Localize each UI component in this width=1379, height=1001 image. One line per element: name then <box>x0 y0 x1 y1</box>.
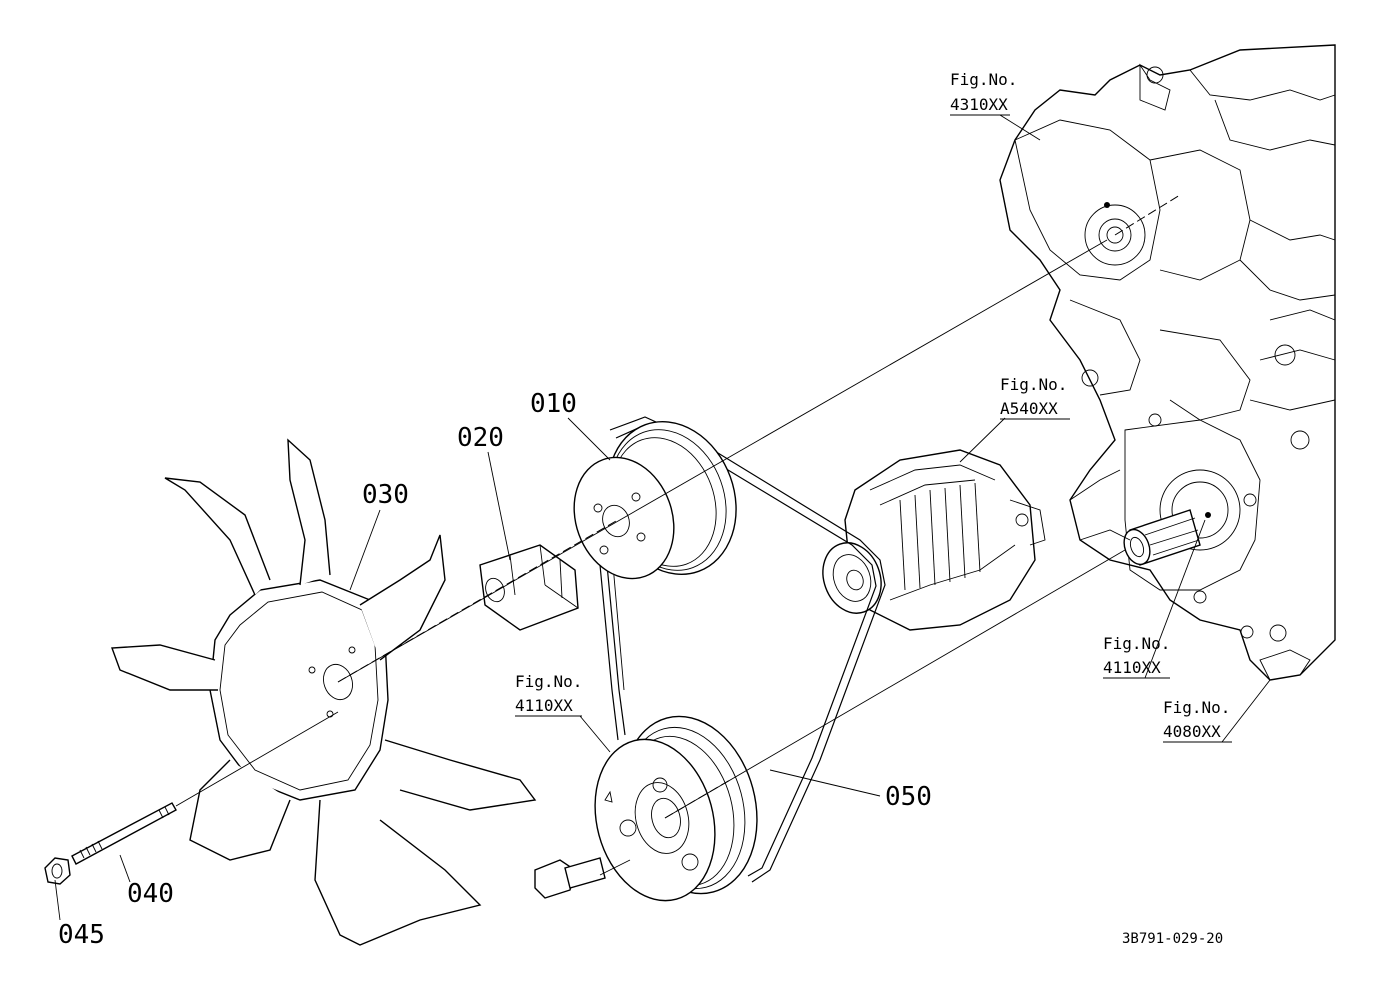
figure-ref-number: 4110XX <box>515 696 573 715</box>
engine-block-drawing <box>999 44 1336 681</box>
fan-bolt-drawing <box>71 802 177 865</box>
figure-ref-prefix: Fig.No. <box>1103 634 1170 653</box>
figure-ref-4080xx: Fig.No. 4080XX <box>1163 698 1232 743</box>
leader-lines <box>54 114 1271 921</box>
figure-ref-prefix: Fig.No. <box>515 672 582 691</box>
figure-ref-4110xx-right: Fig.No. 4110XX <box>1103 634 1170 679</box>
cooling-fan-drawing <box>111 438 537 946</box>
figure-ref-a540xx: Fig.No. A540XX <box>1000 375 1070 420</box>
figure-ref-4310xx: Fig.No. 4310XX <box>950 70 1017 116</box>
fan-nut-drawing <box>44 857 71 885</box>
figure-ref-number: 4080XX <box>1163 722 1221 741</box>
figure-ref-number: 4110XX <box>1103 658 1161 677</box>
part-label-020: 020 <box>457 423 504 453</box>
figure-ref-prefix: Fig.No. <box>950 70 1017 89</box>
alternator-drawing <box>822 449 1046 631</box>
water-pump-pulley-drawing <box>573 420 737 580</box>
part-label-045: 045 <box>58 920 105 950</box>
figure-ref-prefix: Fig.No. <box>1163 698 1230 717</box>
part-label-010: 010 <box>530 389 577 419</box>
figure-ref-number: A540XX <box>1000 399 1058 418</box>
crank-bolt-drawing <box>534 857 606 899</box>
part-label-030: 030 <box>362 480 409 510</box>
drawing-code: 3B791-029-20 <box>1122 931 1223 947</box>
part-label-050: 050 <box>885 782 932 812</box>
spacer-drawing <box>479 544 579 631</box>
figure-ref-prefix: Fig.No. <box>1000 375 1067 394</box>
assembly-axis-lines <box>175 194 1181 876</box>
figure-ref-4110xx-left: Fig.No. 4110XX <box>515 672 582 717</box>
figure-ref-number: 4310XX <box>950 95 1008 114</box>
crankshaft-pulley-drawing <box>594 715 758 902</box>
part-label-040: 040 <box>127 879 174 909</box>
